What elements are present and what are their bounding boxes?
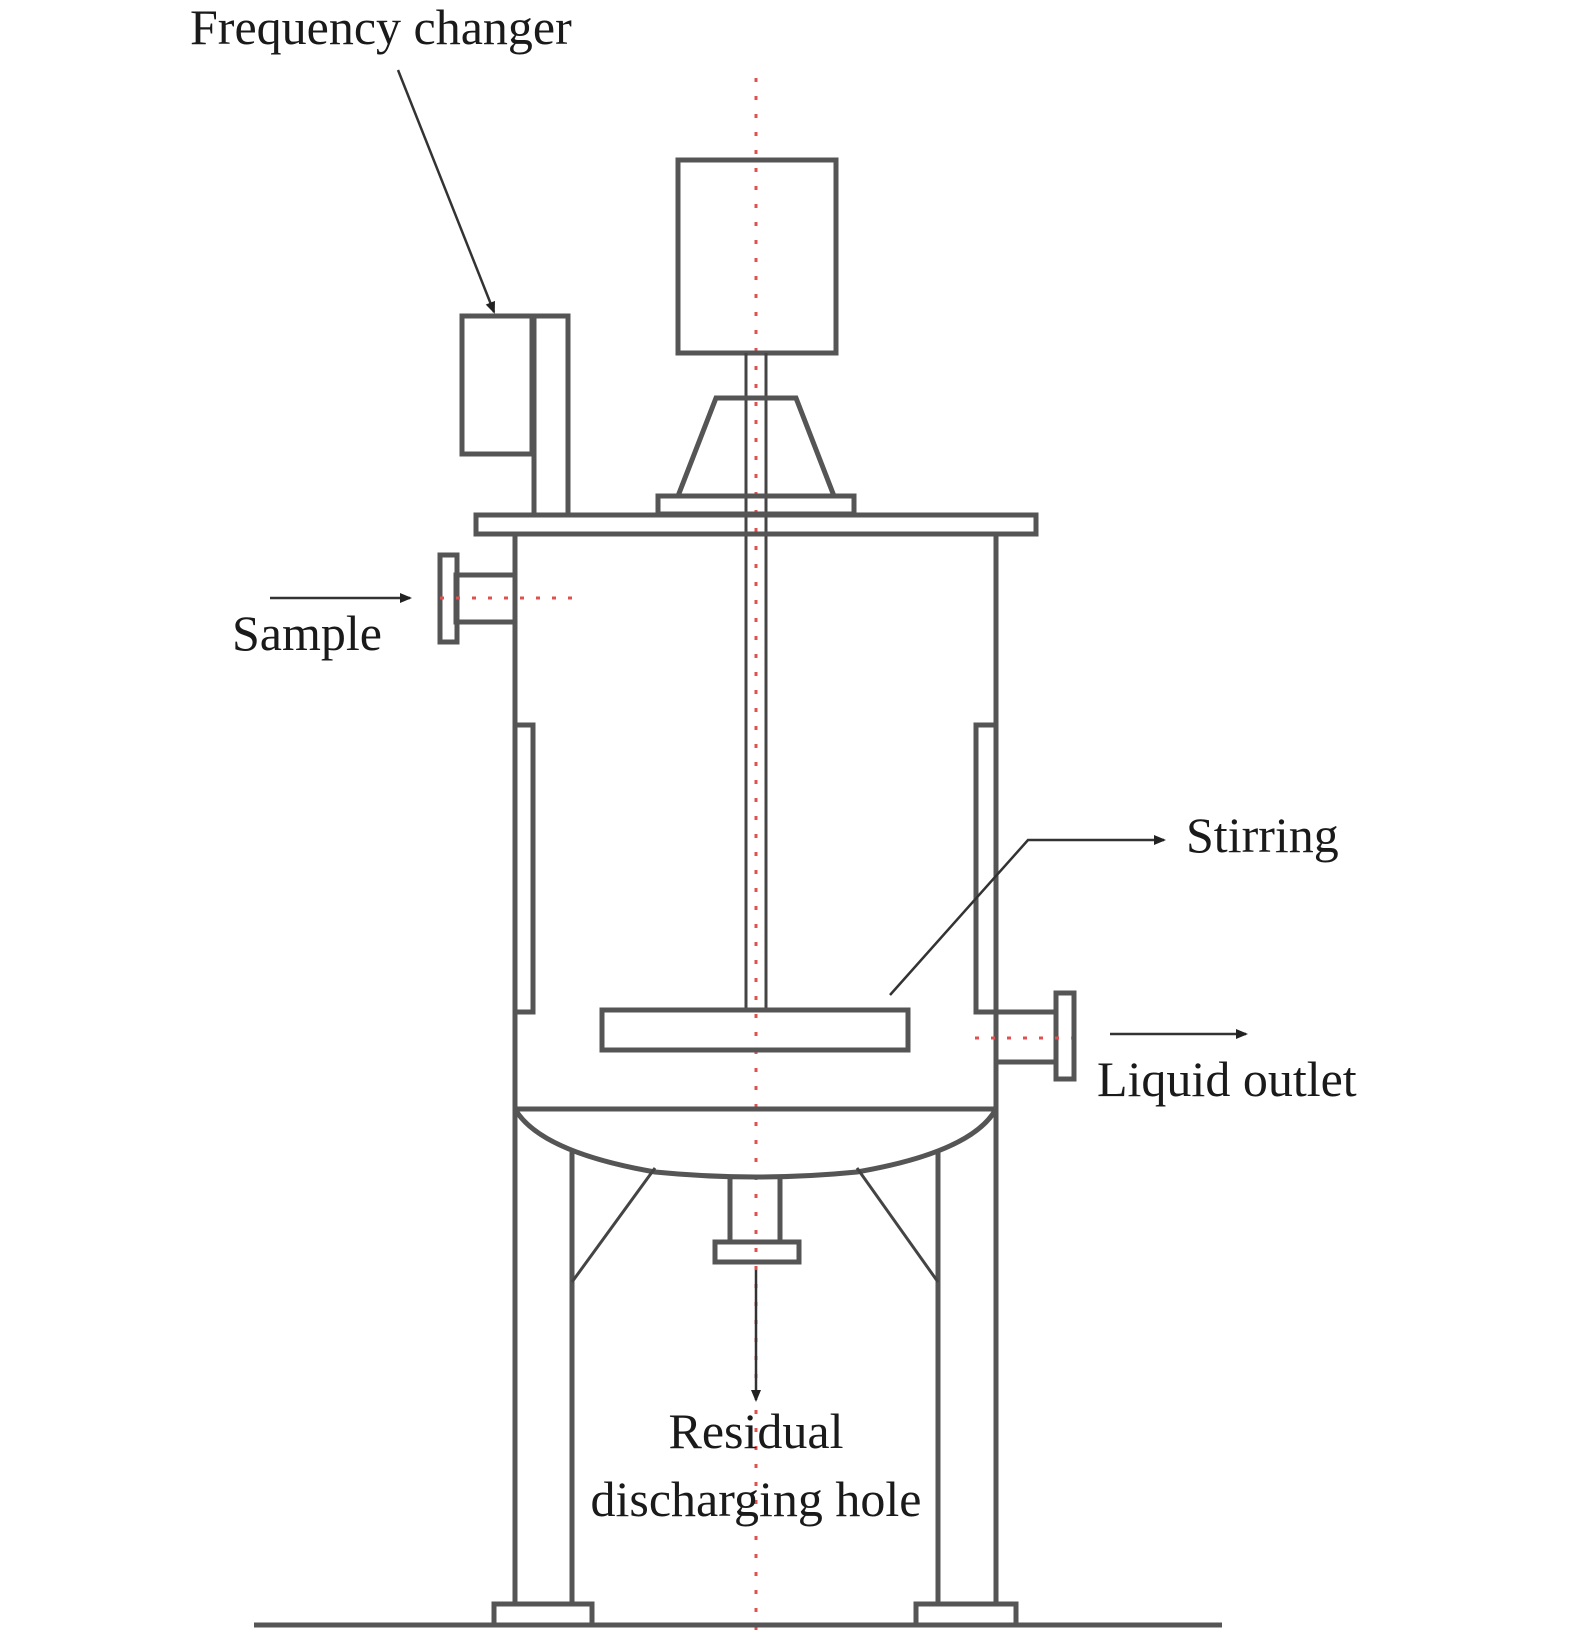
impeller-blade [599, 1007, 911, 1053]
label-stirring: Stirring [1186, 807, 1339, 863]
tank-dished-bottom [512, 1107, 999, 1180]
coupling-housing [675, 395, 837, 497]
frequency-changer-bracket [532, 313, 571, 515]
label-residual-line2: discharging hole [591, 1471, 922, 1527]
frequency-changer-box [459, 313, 535, 457]
label-sample: Sample [232, 605, 382, 661]
tank-lid [473, 512, 1039, 537]
stirring-leader [889, 835, 1166, 996]
brace-left [570, 1167, 657, 1283]
label-liquid-outlet: Liquid outlet [1097, 1051, 1357, 1107]
frequency-changer-leader [396, 69, 496, 314]
label-frequency-changer: Frequency changer [190, 0, 572, 55]
baffle-right [973, 722, 996, 1015]
foot-left [491, 1601, 595, 1628]
brace-right [855, 1167, 940, 1283]
motor-box [675, 157, 839, 356]
baffle-left [515, 722, 536, 1015]
discharge-nozzle-flange [712, 1239, 802, 1265]
label-residual-line1: Residual [669, 1403, 844, 1459]
foot-right [913, 1601, 1019, 1628]
outlet-nozzle-flange [1053, 990, 1077, 1082]
